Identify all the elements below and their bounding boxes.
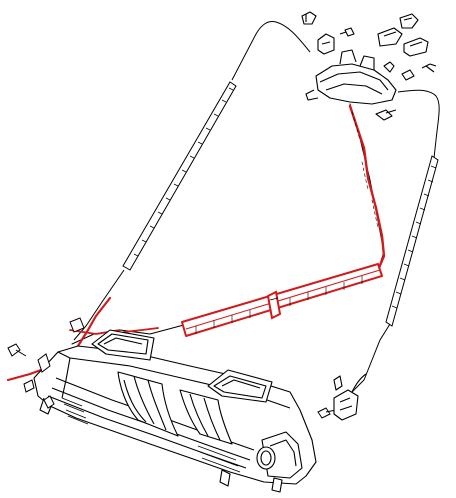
mounting-screw [7,343,337,419]
right-cable-sleeve [385,155,439,327]
upper-left-control-cable [73,21,311,341]
heater-air-distribution-duct [33,345,317,493]
duct-outlet-right [207,369,273,403]
retaining-clip [23,317,85,409]
duct-outlet-left [91,329,155,361]
right-control-cable [351,89,440,393]
lower-right-bracket [333,373,367,421]
duct-round-port [256,446,276,470]
cable-end-connector [266,290,282,320]
control-head-assembly [301,11,437,121]
upper-left-cable-sleeve [122,81,237,271]
center-cable-sleeve [181,263,383,337]
